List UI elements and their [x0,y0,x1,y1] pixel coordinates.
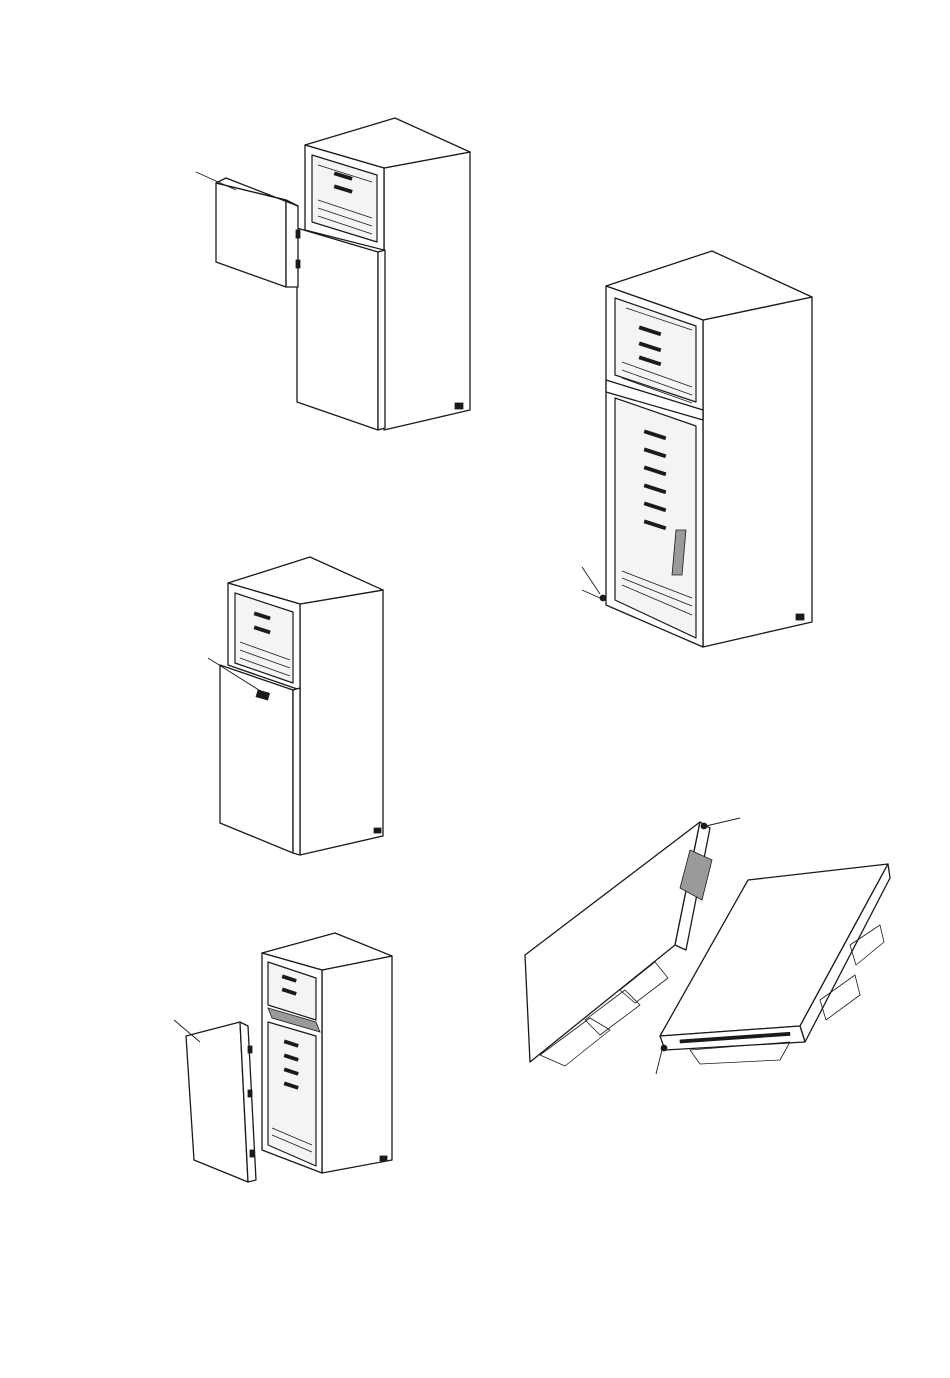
fridge-bottom-door-removed [174,933,392,1182]
fridge-doors-open-no-doors [582,251,812,647]
fridge-top-door-removed [196,118,470,430]
fridge-top-door-removed-closed-bottom [208,557,383,855]
doors-detail-pair [525,818,890,1074]
